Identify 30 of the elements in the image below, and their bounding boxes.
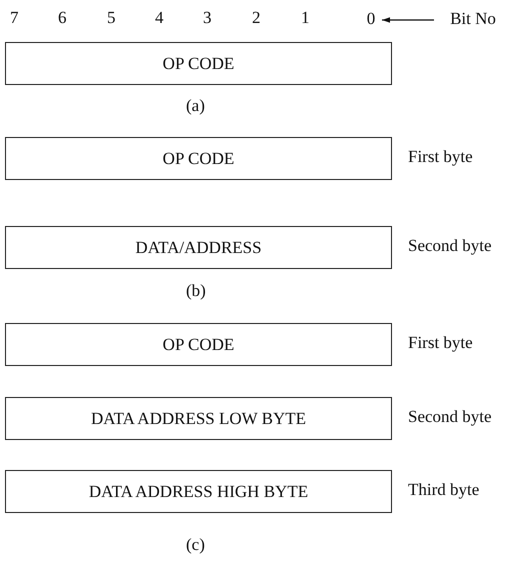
arrow [382, 17, 434, 23]
byte-label: First byte [408, 333, 473, 353]
byte-label: Second byte [408, 407, 492, 427]
field-box [5, 397, 392, 440]
panel-label: (b) [186, 281, 206, 301]
panel-label: (c) [186, 535, 205, 555]
bit-label: Bit No [438, 8, 508, 30]
bit-number: 5 [107, 8, 116, 28]
field-name: OP CODE [162, 148, 234, 168]
field-box [5, 470, 392, 513]
bit-number: 4 [155, 8, 164, 28]
field-name: OP CODE [162, 54, 234, 74]
panel-label: (a) [186, 96, 205, 116]
field-name: OP CODE [162, 334, 234, 354]
field-box [5, 323, 392, 366]
bit-number: 1 [301, 8, 310, 28]
byte-label: Third byte [408, 480, 480, 500]
byte-label: First byte [408, 147, 473, 167]
field-box [5, 42, 392, 85]
byte-label: Second byte [408, 236, 492, 256]
bit-number: 7 [10, 8, 18, 28]
field-name: DATA ADDRESS HIGH BYTE [88, 482, 308, 502]
bit-number: 2 [252, 8, 260, 28]
bit-label: 0 [363, 8, 379, 30]
field-name: DATA/ADDRESS [135, 238, 262, 258]
field-box [5, 226, 392, 269]
field-name: DATA ADDRESS LOW BYTE [90, 408, 306, 428]
field-box [5, 137, 392, 180]
bit-number: 6 [58, 8, 66, 28]
bit-number: 3 [203, 8, 212, 28]
